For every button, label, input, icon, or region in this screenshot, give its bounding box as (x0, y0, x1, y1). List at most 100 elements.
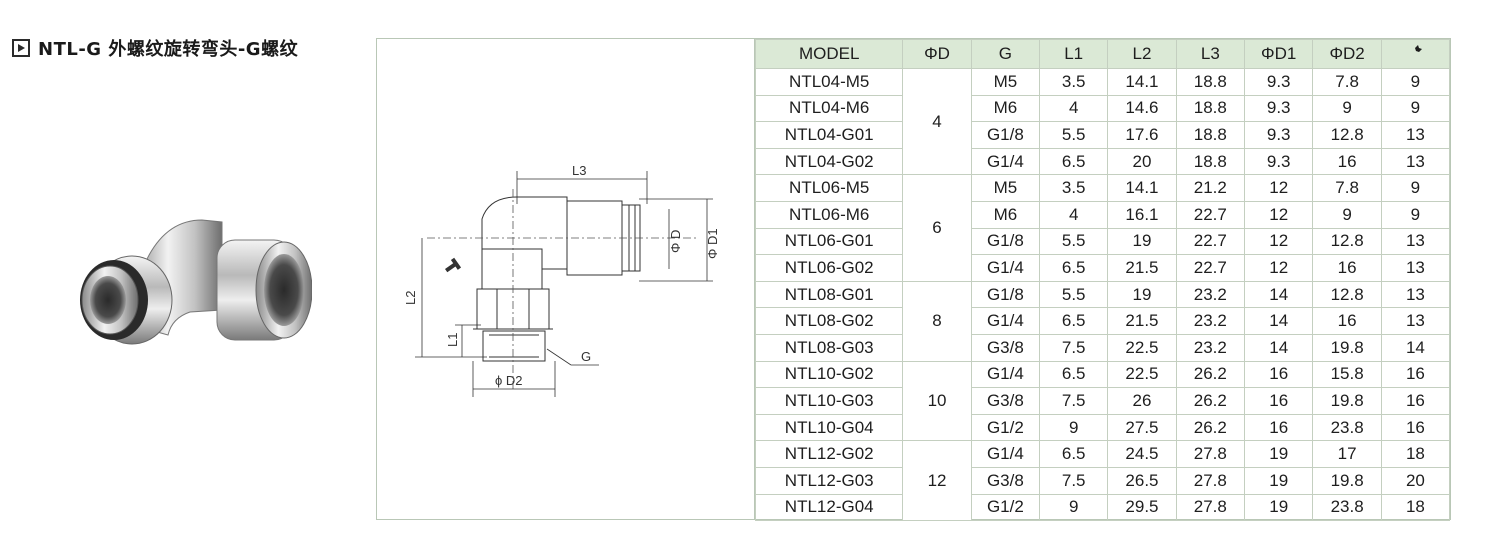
l3-cell: 23.2 (1175, 307, 1246, 335)
dim-d-label: Φ D (668, 230, 683, 253)
l3-cell: 26.2 (1175, 360, 1246, 389)
dim-l3-label: L3 (572, 163, 586, 178)
l2-cell: 29.5 (1107, 493, 1177, 522)
model-cell: NTL06-M5 (754, 174, 904, 202)
l3-cell: 21.2 (1175, 174, 1246, 202)
g-cell: G1/8 (970, 121, 1041, 149)
phi-d2-cell: 23.8 (1312, 493, 1382, 522)
wrench-size-cell: 14 (1380, 333, 1451, 362)
l1-cell: 5.5 (1039, 121, 1109, 149)
model-cell: NTL04-M6 (754, 94, 904, 123)
phi-d2-cell: 9 (1312, 94, 1382, 123)
wrench-size-cell: 13 (1380, 121, 1451, 149)
l2-cell: 19 (1107, 227, 1177, 256)
l1-cell: 7.5 (1039, 333, 1109, 362)
l2-cell: 21.5 (1107, 254, 1177, 282)
l1-cell: 7.5 (1039, 387, 1109, 415)
wrench-size-cell: 9 (1380, 174, 1451, 202)
wrench-icon (1410, 44, 1423, 57)
phi-d-cell: 10 (902, 360, 972, 442)
phi-d2-cell: 17 (1312, 440, 1382, 468)
phi-d2-cell: 12.8 (1312, 280, 1382, 309)
phi-d1-cell: 19 (1243, 440, 1314, 468)
header-l1: L1 (1039, 39, 1109, 69)
model-cell: NTL12-G03 (754, 466, 904, 495)
wrench-size-cell: 16 (1380, 387, 1451, 415)
g-cell: G3/8 (970, 333, 1041, 362)
phi-d2-cell: 9 (1312, 200, 1382, 229)
phi-d2-cell: 7.8 (1312, 68, 1382, 96)
l1-cell: 6.5 (1039, 254, 1109, 282)
l1-cell: 9 (1039, 493, 1109, 522)
model-cell: NTL10-G04 (754, 413, 904, 442)
phi-d1-cell: 12 (1243, 200, 1314, 229)
phi-d1-cell: 16 (1243, 413, 1314, 442)
model-cell: NTL12-G04 (754, 493, 904, 522)
play-triangle-icon (12, 39, 30, 57)
model-cell: NTL10-G03 (754, 387, 904, 415)
spec-panel: L3 L2 L1 ϕ D2 Φ D Φ D1 G MODEL ΦD G L1 L… (376, 38, 1451, 522)
l1-cell: 6.5 (1039, 147, 1109, 176)
header-phi-d2: ΦD2 (1312, 39, 1382, 69)
phi-d1-cell: 9.3 (1243, 94, 1314, 123)
model-cell: NTL04-G02 (754, 147, 904, 176)
l2-cell: 26 (1107, 387, 1177, 415)
g-cell: G3/8 (970, 466, 1041, 495)
phi-d2-cell: 23.8 (1312, 413, 1382, 442)
l2-cell: 20 (1107, 147, 1177, 176)
product-photo (80, 219, 312, 345)
g-cell: G1/4 (970, 147, 1041, 176)
phi-d1-cell: 12 (1243, 227, 1314, 256)
phi-d1-cell: 12 (1243, 254, 1314, 282)
wrench-size-cell: 13 (1380, 147, 1451, 176)
technical-drawing: L3 L2 L1 ϕ D2 Φ D Φ D1 G (377, 39, 755, 519)
g-cell: G1/8 (970, 227, 1041, 256)
phi-d2-cell: 16 (1312, 147, 1382, 176)
wrench-size-cell: 9 (1380, 94, 1451, 123)
l3-cell: 27.8 (1175, 493, 1246, 522)
phi-d-cell: 4 (902, 67, 972, 176)
header-g: G (970, 39, 1041, 69)
l3-cell: 22.7 (1175, 227, 1246, 256)
g-cell: M5 (970, 174, 1041, 202)
wrench-size-cell: 13 (1380, 254, 1451, 282)
l2-cell: 21.5 (1107, 307, 1177, 335)
l1-cell: 4 (1039, 200, 1109, 229)
dim-d2-label: ϕ D2 (495, 373, 523, 388)
l1-cell: 5.5 (1039, 280, 1109, 309)
l2-cell: 14.1 (1107, 68, 1177, 96)
l3-cell: 27.8 (1175, 440, 1246, 468)
phi-d1-cell: 14 (1243, 333, 1314, 362)
wrench-icon (445, 257, 462, 273)
phi-d2-cell: 16 (1312, 254, 1382, 282)
dim-g-label: G (581, 349, 591, 364)
l1-cell: 3.5 (1039, 68, 1109, 96)
phi-d1-cell: 16 (1243, 360, 1314, 389)
phi-d2-cell: 7.8 (1312, 174, 1382, 202)
l2-cell: 22.5 (1107, 360, 1177, 389)
l2-cell: 26.5 (1107, 466, 1177, 495)
l2-cell: 27.5 (1107, 413, 1177, 442)
phi-d1-cell: 9.3 (1243, 68, 1314, 96)
l3-cell: 27.8 (1175, 466, 1246, 495)
phi-d-cell: 6 (902, 174, 972, 282)
phi-d1-cell: 14 (1243, 307, 1314, 335)
g-cell: G3/8 (970, 387, 1041, 415)
l3-cell: 18.8 (1175, 121, 1246, 149)
model-cell: NTL06-G01 (754, 227, 904, 256)
l3-cell: 18.8 (1175, 94, 1246, 123)
phi-d1-cell: 9.3 (1243, 147, 1314, 176)
phi-d2-cell: 12.8 (1312, 227, 1382, 256)
model-cell: NTL08-G02 (754, 307, 904, 335)
l3-cell: 26.2 (1175, 413, 1246, 442)
l1-cell: 9 (1039, 413, 1109, 442)
phi-d2-cell: 19.8 (1312, 387, 1382, 415)
phi-d2-cell: 15.8 (1312, 360, 1382, 389)
phi-d2-cell: 16 (1312, 307, 1382, 335)
